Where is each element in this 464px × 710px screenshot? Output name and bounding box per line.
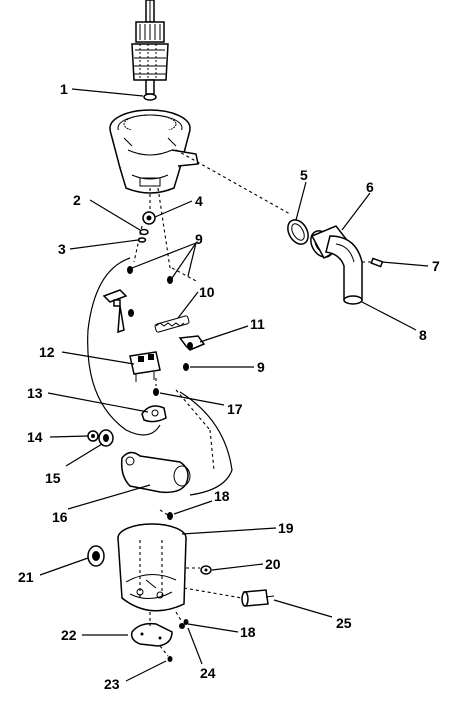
part-23-screw: [167, 656, 173, 662]
callout-23: 23: [104, 676, 120, 692]
part-15-bushing: [98, 429, 114, 447]
callout-13: 13: [27, 385, 43, 401]
callout-5: 5: [300, 167, 308, 183]
callout-18-lower: 18: [240, 624, 256, 640]
motor-armature: [131, 0, 169, 95]
part-20-screw: [200, 565, 212, 575]
part-17-screw: [153, 388, 159, 396]
part-9-screw-lower: [183, 363, 189, 371]
callout-10: 10: [199, 284, 215, 300]
part-11-clip: [178, 335, 206, 351]
callout-18-upper: 18: [214, 488, 230, 504]
part-25-plug: [241, 589, 275, 607]
callout-9-lower: 9: [257, 359, 265, 375]
callout-21: 21: [18, 569, 34, 585]
callout-22: 22: [61, 627, 77, 643]
callout-1: 1: [60, 81, 68, 97]
callout-25: 25: [336, 615, 352, 631]
callout-2: 2: [73, 192, 81, 208]
part-22-base-plate: [130, 622, 173, 647]
part-21-grommet: [87, 545, 105, 567]
callout-7: 7: [432, 258, 440, 274]
callout-8: 8: [419, 327, 427, 343]
callout-6: 6: [366, 179, 374, 195]
part-24-screw: [183, 619, 189, 625]
part-12-switch: [129, 351, 161, 382]
upper-housing: [109, 109, 199, 194]
part-19-lower-housing: [117, 523, 187, 612]
part-5-clamp-ring: [287, 219, 309, 245]
part-10-switch-bracket: [102, 289, 134, 334]
callout-14: 14: [27, 429, 43, 445]
callout-15: 15: [45, 470, 61, 486]
part-16-cover: [120, 451, 191, 494]
part-7-screw: [370, 257, 384, 268]
part-9-screws-upper: [127, 266, 173, 284]
callout-12: 12: [39, 344, 55, 360]
part-18-screw-lower: [179, 623, 185, 629]
callout-labels: 1 2 3 4 5 6 7 8 9 9 10 11 12 13 14 15 16…: [18, 81, 440, 692]
part-13-bracket: [141, 405, 167, 423]
part-1-washer: [143, 93, 157, 101]
callout-20: 20: [265, 556, 281, 572]
callout-11: 11: [250, 316, 265, 332]
callout-3: 3: [58, 241, 66, 257]
part-14-nut: [87, 430, 99, 442]
wire-harness-right: [179, 391, 233, 496]
leader-lines: [39, 88, 429, 682]
part-4-nut: [142, 211, 156, 225]
callout-17: 17: [227, 401, 243, 417]
wire-harness: [87, 257, 161, 436]
callout-16: 16: [52, 509, 68, 525]
callout-4: 4: [195, 193, 203, 209]
part-18-screw-upper: [159, 509, 173, 520]
callout-9-upper: 9: [195, 231, 203, 247]
part-2-washer: [139, 228, 149, 236]
part-8-outlet-elbow: [325, 235, 363, 305]
part-10-spring: [154, 315, 190, 333]
callout-24: 24: [200, 665, 216, 681]
callout-19: 19: [278, 520, 294, 536]
